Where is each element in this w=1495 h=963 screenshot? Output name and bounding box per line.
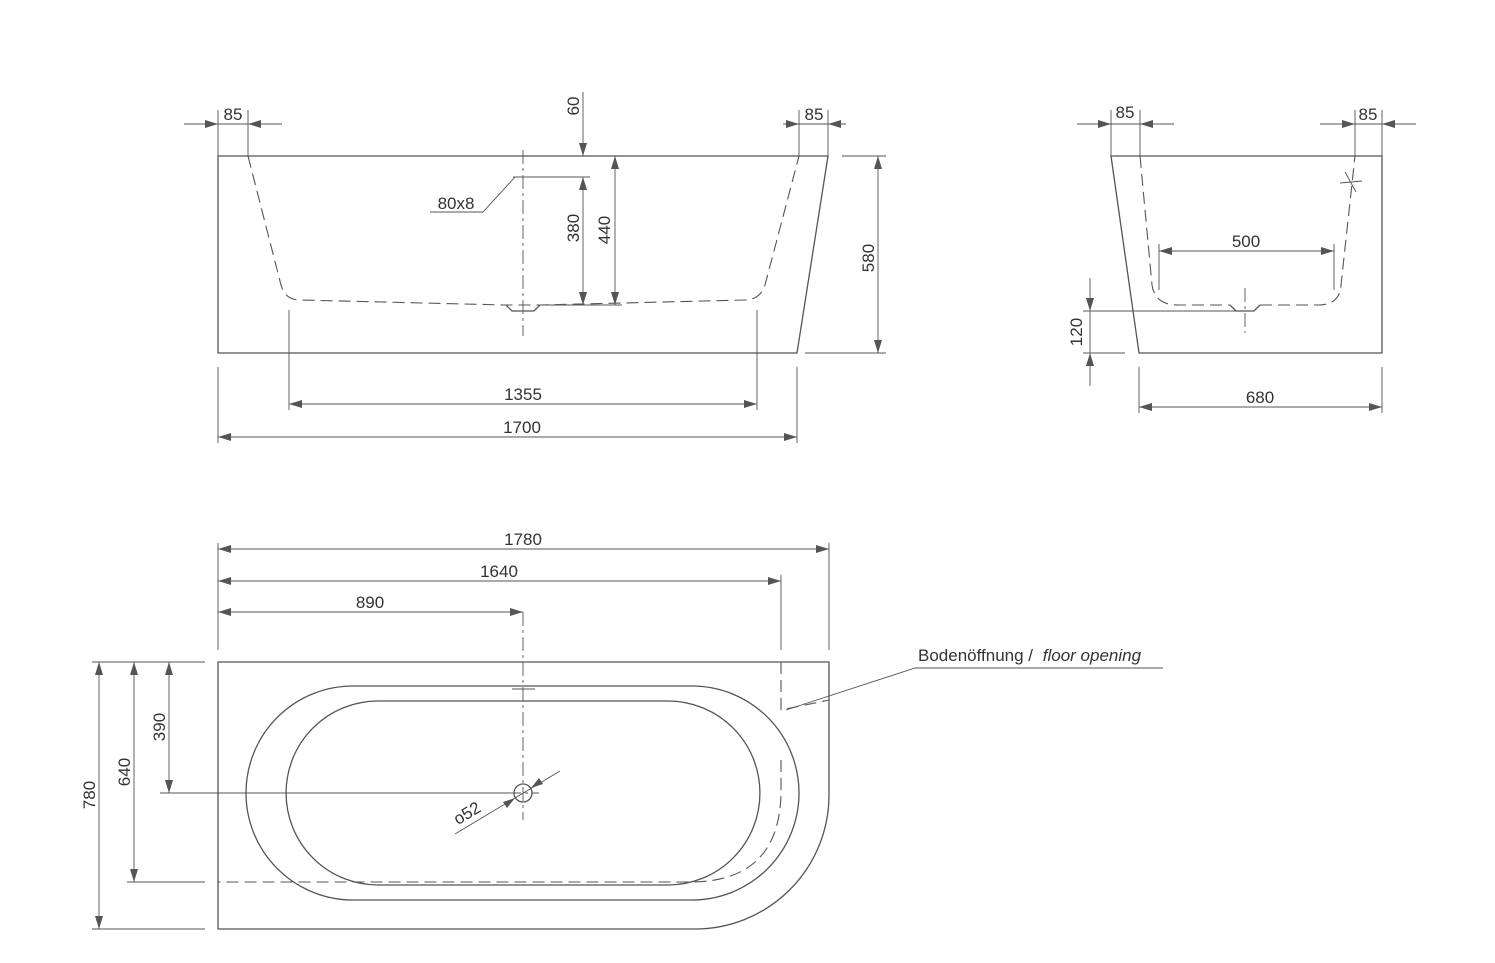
side-view-inner-basin: [247, 155, 800, 306]
side-view: 85 85 60 80x8 380 440 580: [184, 92, 886, 443]
dim-85-right: 85: [805, 105, 824, 124]
callout-en: floor opening: [1043, 646, 1142, 665]
dim-640: 640: [115, 758, 134, 786]
top-view-basin-inner: [285, 700, 761, 886]
dim-1700: 1700: [503, 418, 541, 437]
dim-80x8: 80x8: [438, 194, 475, 213]
dim-1780: 1780: [504, 530, 542, 549]
callout-de: Bodenöffnung /: [918, 646, 1033, 665]
end-view-inner-basin: [1139, 155, 1356, 306]
dim-1355: 1355: [504, 385, 542, 404]
dim-780: 780: [80, 781, 99, 809]
end-view-drain: [1229, 304, 1261, 312]
dim-890: 890: [356, 593, 384, 612]
end-view-outline: [1110, 155, 1383, 354]
callout-floor-opening: Bodenöffnung / floor opening: [918, 646, 1142, 665]
dim-85-left: 85: [224, 105, 243, 124]
dim-680: 680: [1246, 388, 1274, 407]
overflow-marker: [1339, 171, 1363, 193]
dim-440: 440: [595, 216, 614, 244]
top-view-floor-opening: [218, 662, 830, 883]
dim-120: 120: [1067, 318, 1086, 346]
dim-1640: 1640: [480, 562, 518, 581]
dim-580: 580: [859, 244, 878, 272]
end-view: 85 85 500 120 680: [1067, 103, 1416, 413]
side-view-outline: [217, 155, 829, 354]
top-view-rim-outer: [245, 685, 800, 901]
dim-85-right-end: 85: [1359, 105, 1378, 124]
dim-380: 380: [564, 214, 583, 242]
top-view-outline: [217, 661, 830, 930]
top-view: o52 1780 1640 890 780 640: [80, 530, 1163, 930]
dim-60: 60: [564, 97, 583, 116]
dim-85-left-end: 85: [1116, 103, 1135, 122]
dim-o52: o52: [450, 798, 484, 829]
dim-500: 500: [1232, 232, 1260, 251]
dim-390: 390: [150, 713, 169, 741]
